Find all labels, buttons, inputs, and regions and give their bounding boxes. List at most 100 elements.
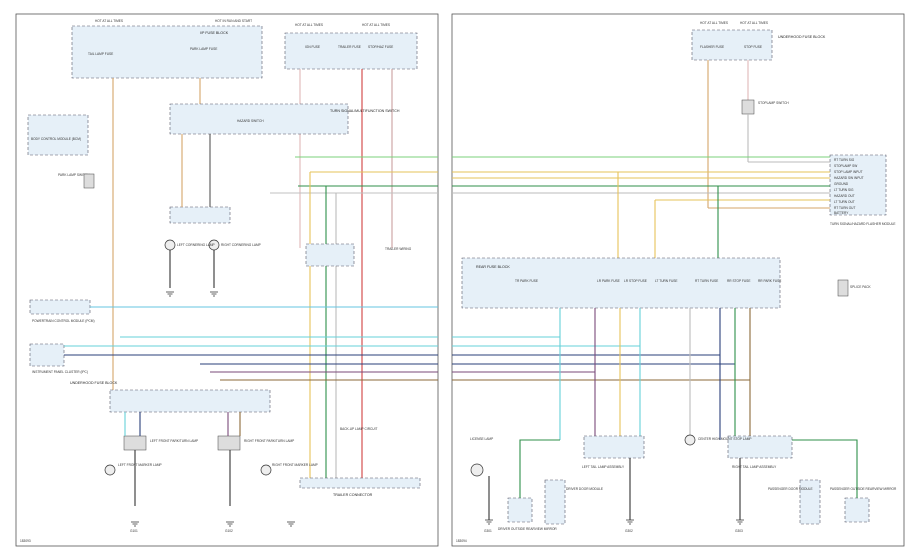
chmsl-label: CENTER HIGH MOUNT STOP LAMP xyxy=(698,437,752,441)
driver-door-module xyxy=(544,479,566,525)
pin-label-3: STOP LAMP INPUT xyxy=(834,170,863,174)
hazard-switch-label: HAZARD SWITCH xyxy=(237,119,264,123)
park-lamp-switch-label: PARK LAMP SWITCH xyxy=(58,173,90,177)
pin-label-1: RT TURN SIG xyxy=(834,158,855,162)
passenger-door-module-label: PASSENGER DOOR MODULE xyxy=(768,487,813,491)
hot-label-3: HOT AT ALL TIMES xyxy=(295,23,323,27)
right-underhood-fuse-block xyxy=(691,29,773,61)
right-hot-label-2: HOT AT ALL TIMES xyxy=(740,21,768,25)
right-page-frame xyxy=(451,13,905,547)
trailer-connector-label: TRAILER CONNECTOR xyxy=(333,493,373,497)
fuse-label-1: TAIL LAMP FUSE xyxy=(88,52,113,56)
trailer-connector xyxy=(299,477,421,489)
left-front-marker-lamp xyxy=(104,464,116,476)
flasher-fuse-label: FLASHER FUSE xyxy=(700,45,724,49)
passenger-door-module xyxy=(799,479,821,525)
rear-fuse-label-1: TR PARK FUSE xyxy=(515,279,538,283)
stoplamp-switch xyxy=(741,99,755,115)
fuse-label-2: PARK LAMP FUSE xyxy=(190,47,217,51)
splice-pack-label: SPLICE PACK xyxy=(850,285,872,289)
multifunction-switch-label: TURN SIGNAL/MULTIFUNCTION SWITCH xyxy=(330,109,400,113)
right-front-marker-lamp-label: RIGHT FRONT MARKER LAMP xyxy=(272,463,318,467)
hot-label-1: HOT AT ALL TIMES xyxy=(95,19,123,23)
right-hot-label-1: HOT AT ALL TIMES xyxy=(700,21,728,25)
rear-fuse-label-2: LR PARK FUSE xyxy=(597,279,620,283)
ipc-label: INSTRUMENT PANEL CLUSTER (IPC) xyxy=(32,370,88,374)
left-front-marker-lamp-label: LEFT FRONT MARKER LAMP xyxy=(118,463,162,467)
license-lamp xyxy=(470,463,484,477)
driver-door-module-label: DRIVER DOOR MODULE xyxy=(566,487,603,491)
pin-label-9: RT TURN OUT xyxy=(834,206,855,210)
ground-label-g101: G101 xyxy=(130,529,138,533)
driver-mirror-label: DRIVER OUTSIDE REARVIEW MIRROR xyxy=(498,527,557,531)
hot-label-2: HOT IN RUN AND START xyxy=(215,19,252,23)
left-front-park-turn-lamp-label: LEFT FRONT PARK/TURN LAMP xyxy=(150,439,198,443)
ip-fuse-block xyxy=(71,25,263,79)
pin-label-10: BATTERY xyxy=(834,211,849,215)
trailer-wiring-label: TRAILER WIRING xyxy=(385,247,412,251)
pin-label-2: STOPLAMP SW xyxy=(834,164,857,168)
multifunction-switch xyxy=(169,103,349,135)
flasher-module xyxy=(829,154,887,216)
right-schematic-page: UNDERHOOD FUSE BLOCK HOT AT ALL TIMES HO… xyxy=(451,13,905,547)
splice-pack xyxy=(837,279,849,297)
passenger-mirror-label: PASSENGER OUTSIDE REARVIEW MIRROR xyxy=(830,487,897,491)
left-tail-lamp-assembly xyxy=(583,435,645,459)
backup-lamp-label: BACK-UP LAMP CIRCUIT xyxy=(340,427,377,431)
rear-fuse-label-3: LR STOP FUSE xyxy=(624,279,647,283)
bcm-module xyxy=(27,114,89,156)
rear-fuse-block-label: REAR FUSE BLOCK xyxy=(476,265,510,269)
left-page-frame xyxy=(15,13,439,547)
ground-g102 xyxy=(226,521,234,527)
pin-label-8: LT TURN OUT xyxy=(834,200,855,204)
underhood-fuse-block-label: UNDERHOOD FUSE BLOCK xyxy=(70,381,118,385)
ground-g301 xyxy=(485,519,493,525)
right-front-park-turn-lamp xyxy=(217,435,241,451)
right-ref-number: 183094 xyxy=(456,539,467,543)
ground-g303 xyxy=(736,519,744,525)
ip-fuse-block-label: I/P FUSE BLOCK xyxy=(200,31,229,35)
ground-symbols-left xyxy=(131,291,295,527)
underhood-fuse-block xyxy=(109,389,271,413)
pcm-module xyxy=(29,299,91,315)
ground-g103 xyxy=(166,291,174,297)
fuse-subblock xyxy=(284,32,418,70)
ground-symbols-right xyxy=(485,519,744,525)
wire-dkgrn-mirror-right xyxy=(792,439,858,498)
ground-g302 xyxy=(626,519,634,525)
right-front-park-turn-lamp-label: RIGHT FRONT PARK/TURN LAMP xyxy=(244,439,294,443)
stoplamp-switch-label: STOPLAMP SWITCH xyxy=(758,101,789,105)
passenger-mirror xyxy=(844,497,870,523)
rear-fuse-block xyxy=(461,257,781,309)
trailer-fuse-area xyxy=(305,243,355,267)
ground-label-g303: G303 xyxy=(735,529,743,533)
license-lamp-label: LICENSE LAMP xyxy=(470,437,493,441)
pin-label-5: GROUND xyxy=(834,182,849,186)
bcm-label: BODY CONTROL MODULE (BCM) xyxy=(31,137,81,141)
driver-mirror xyxy=(507,497,533,523)
stop-fuse-label: STOP FUSE xyxy=(744,45,762,49)
ground-g101 xyxy=(131,521,139,527)
fuse-label-5: STOP/HAZ FUSE xyxy=(368,45,393,49)
hot-label-4: HOT AT ALL TIMES xyxy=(362,23,390,27)
pin-label-6: LT TURN SIG xyxy=(834,188,854,192)
flasher-module-label: TURN SIGNAL/HAZARD FLASHER MODULE xyxy=(830,222,896,226)
wire-dkgrn-mirror-left xyxy=(519,439,560,498)
pin-label-4: HAZARD SW INPUT xyxy=(834,176,864,180)
pcm-label: POWERTRAIN CONTROL MODULE (PCM) xyxy=(32,319,95,323)
pin-label-7: HAZARD OUT xyxy=(834,194,855,198)
rear-fuse-label-5: RT TURN FUSE xyxy=(695,279,718,283)
fuse-label-3: IGN FUSE xyxy=(305,45,320,49)
ipc-module xyxy=(29,343,65,367)
fuse-label-4: TRAILER FUSE xyxy=(338,45,361,49)
park-lamp-switch xyxy=(83,173,95,189)
rear-fuse-label-7: RR PARK FUSE xyxy=(758,279,781,283)
ground-g105 xyxy=(287,521,295,527)
rear-fuse-label-6: RR STOP FUSE xyxy=(727,279,750,283)
ground-label-g301: G301 xyxy=(484,529,492,533)
left-cornering-lamp-label: LEFT CORNERING LAMP xyxy=(177,243,215,247)
left-cornering-lamp xyxy=(164,239,176,251)
ground-label-g102: G102 xyxy=(225,529,233,533)
rear-fuse-label-4: LT TURN FUSE xyxy=(655,279,678,283)
